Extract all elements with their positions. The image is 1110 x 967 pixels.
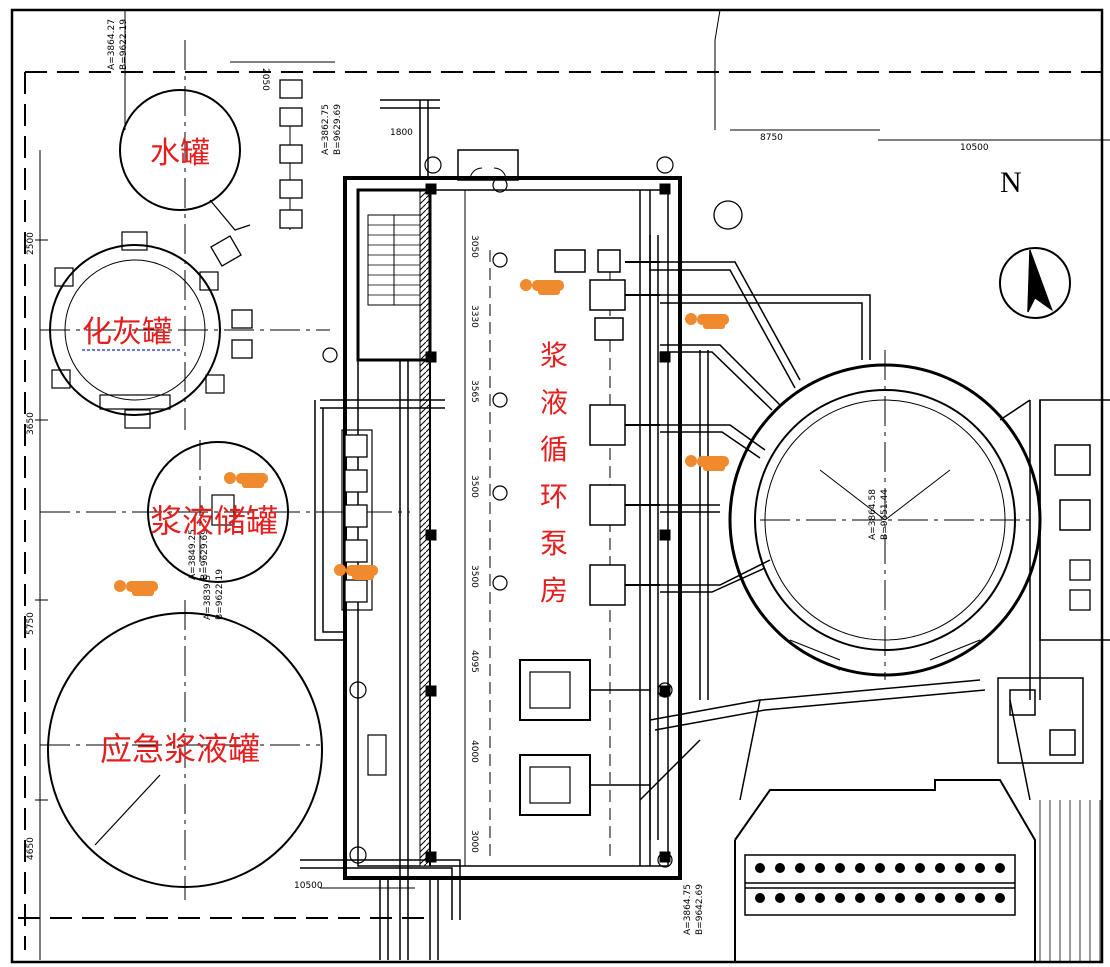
lime-tank-label: 化灰罐 [82, 315, 172, 350]
svg-text:A=3849.25: A=3849.25 [188, 529, 198, 580]
svg-text:A=3864.27: A=3864.27 [107, 19, 117, 70]
svg-text:3565: 3565 [469, 380, 479, 403]
water-tank-label: 水罐 [150, 136, 210, 171]
svg-text:B=9642.69: B=9642.69 [695, 884, 705, 935]
drawing-frame [10, 8, 1104, 964]
svg-text:10500: 10500 [960, 143, 989, 153]
svg-text:1800: 1800 [390, 128, 413, 138]
centerlines [40, 40, 1030, 900]
svg-text:B=9629.69: B=9629.69 [333, 104, 343, 155]
svg-text:A=3864.75: A=3864.75 [683, 884, 693, 935]
person-marker-icon [685, 313, 729, 329]
pump-room-char: 环 [540, 480, 568, 513]
pit-header-lines [745, 882, 1015, 889]
boundary-dashed-lines [18, 71, 1110, 950]
svg-text:B=9622.19: B=9622.19 [215, 569, 225, 620]
svg-text:10500: 10500 [294, 881, 323, 891]
tank-outlines [47, 89, 1110, 962]
svg-text:A=3862.75: A=3862.75 [321, 104, 331, 155]
svg-text:3500: 3500 [469, 565, 479, 588]
svg-text:A=3839.5: A=3839.5 [203, 575, 213, 620]
north-arrow-icon [999, 247, 1071, 319]
pump-room-char: 泵 [540, 527, 568, 560]
dimension-lines [35, 9, 1110, 960]
pump-room-char: 浆 [540, 339, 568, 372]
pump-room-label: 浆 液 循 环 泵 房 [540, 339, 568, 607]
svg-text:4650: 4650 [26, 837, 36, 860]
notes-column [1039, 800, 1101, 962]
slurry-storage-tank-label: 浆液储罐 [150, 502, 278, 540]
person-marker-icon [685, 455, 729, 471]
svg-text:2050: 2050 [260, 68, 270, 91]
person-marker-icon [114, 580, 158, 596]
svg-text:3330: 3330 [469, 305, 479, 328]
pump-room-char: 房 [540, 574, 568, 607]
svg-text:3050: 3050 [469, 235, 479, 258]
svg-text:3650: 3650 [26, 412, 36, 435]
person-markers [114, 279, 729, 596]
emergency-tank-label: 应急浆液罐 [100, 730, 260, 768]
svg-text:4000: 4000 [469, 740, 479, 763]
svg-text:A=3864.58: A=3864.58 [868, 489, 878, 540]
person-marker-icon [334, 564, 378, 580]
svg-text:3500: 3500 [469, 475, 479, 498]
svg-text:8750: 8750 [760, 133, 783, 143]
circulation-pumps [554, 249, 660, 606]
svg-text:4095: 4095 [469, 650, 479, 673]
north-label: N [1000, 166, 1022, 199]
dimension-annotations: A=3864.27 B=9622.19 2050 2500 3650 5750 … [26, 19, 989, 935]
svg-text:5750: 5750 [26, 612, 36, 635]
svg-text:B=9651.44: B=9651.44 [880, 489, 890, 540]
svg-text:3000: 3000 [469, 830, 479, 853]
pit-fittings [755, 863, 1005, 903]
pump-room-char: 循 [540, 433, 568, 466]
person-marker-icon [520, 279, 564, 295]
svg-text:B=9622.19: B=9622.19 [119, 19, 129, 70]
pump-room-char: 液 [540, 386, 568, 419]
pump-room-building [343, 149, 682, 880]
svg-text:B=9629.69: B=9629.69 [200, 529, 210, 580]
svg-text:2500: 2500 [26, 232, 36, 255]
person-marker-icon [224, 472, 268, 488]
